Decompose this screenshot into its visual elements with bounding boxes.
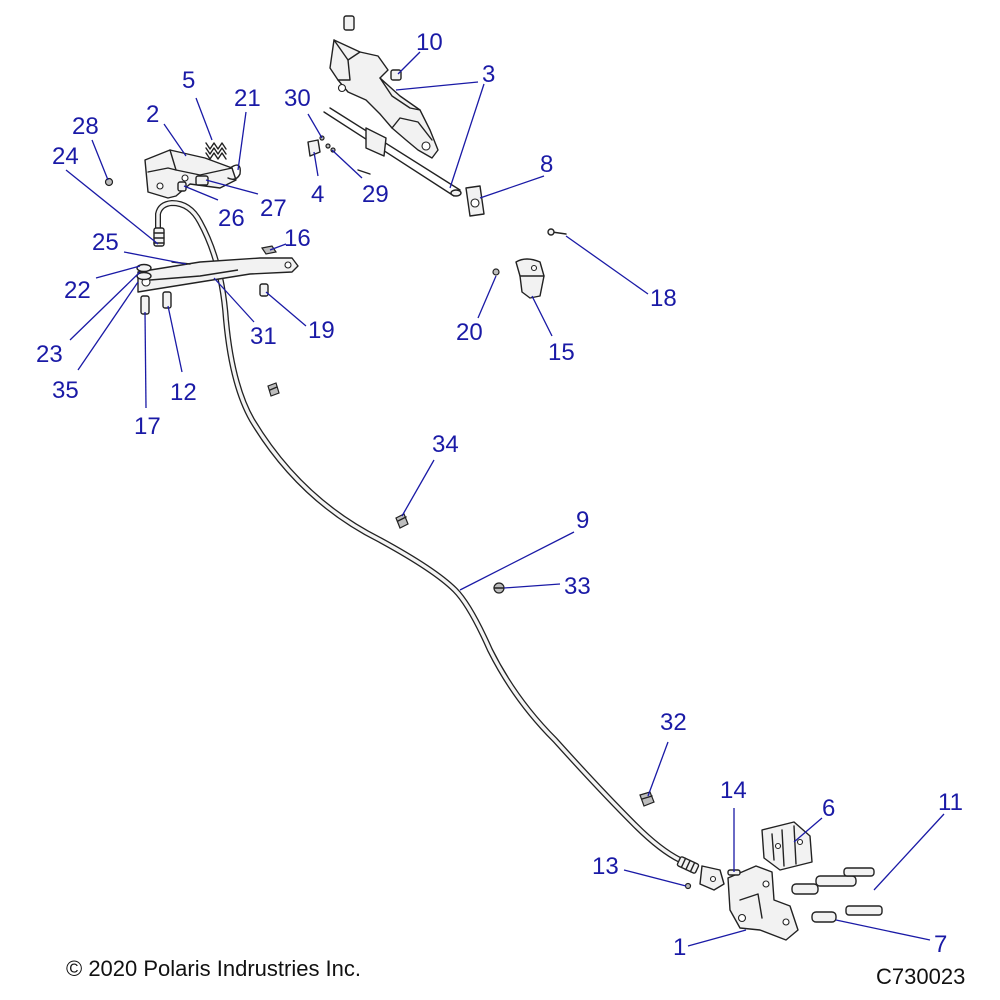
callout-30: 30 (284, 85, 311, 112)
handle-mount-bracket (329, 15, 439, 159)
brake-cable-assembly (153, 200, 725, 891)
caliper-bracket (684, 865, 799, 941)
callout-7: 7 (934, 931, 947, 958)
callout-21: 21 (234, 85, 261, 112)
callout-5: 5 (182, 67, 195, 94)
callout-22: 22 (64, 277, 91, 304)
callout-6: 6 (822, 795, 835, 822)
callout-25: 25 (92, 229, 119, 256)
cable-clip-upper (267, 382, 280, 397)
figure-code: C730023 (876, 964, 965, 989)
callout-32: 32 (660, 709, 687, 736)
cable-clip-33 (493, 582, 505, 594)
callout-33: 33 (564, 573, 591, 600)
callout-14: 14 (720, 777, 747, 804)
callout-1: 1 (673, 934, 686, 961)
callout-29: 29 (362, 181, 389, 208)
cable-clip-32 (639, 791, 655, 807)
leader-lines (65, 51, 945, 947)
brake-lever-arm (136, 245, 299, 315)
callout-26: 26 (218, 205, 245, 232)
brake-handle-rod (323, 107, 462, 197)
pivot-bracket (104, 149, 241, 199)
caliper-pins (791, 867, 883, 923)
brake-caliper (761, 821, 813, 871)
callout-18: 18 (650, 285, 677, 312)
callout-15: 15 (548, 339, 575, 366)
pivot-clip-4 (307, 139, 321, 157)
callout-11: 11 (938, 789, 963, 816)
callout-17: 17 (134, 413, 161, 440)
callout-24: 24 (52, 143, 79, 170)
callout-35: 35 (52, 377, 79, 404)
handle-grip (492, 228, 567, 299)
callout-20: 20 (456, 319, 483, 346)
callout-19: 19 (308, 317, 335, 344)
callout-3: 3 (482, 61, 495, 88)
callout-34: 34 (432, 431, 459, 458)
callout-10: 10 (416, 29, 443, 56)
cable-bracket-8 (465, 185, 485, 217)
callout-8: 8 (540, 151, 553, 178)
return-spring (205, 142, 227, 160)
callout-28: 28 (72, 113, 99, 140)
callout-12: 12 (170, 379, 197, 406)
callout-27: 27 (260, 195, 287, 222)
callout-23: 23 (36, 341, 63, 368)
pins-29-30 (319, 135, 336, 153)
callout-13: 13 (592, 853, 619, 880)
callout-2: 2 (146, 101, 159, 128)
callout-31: 31 (250, 323, 277, 350)
callout-16: 16 (284, 225, 311, 252)
callout-labels: 1 2 3 4 5 6 7 8 9 10 11 12 13 14 15 16 1… (36, 29, 963, 961)
callout-4: 4 (311, 181, 324, 208)
callout-9: 9 (576, 507, 589, 534)
copyright-notice: © 2020 Polaris Indrustries Inc. (66, 956, 361, 981)
cable-clip-34 (395, 513, 409, 529)
